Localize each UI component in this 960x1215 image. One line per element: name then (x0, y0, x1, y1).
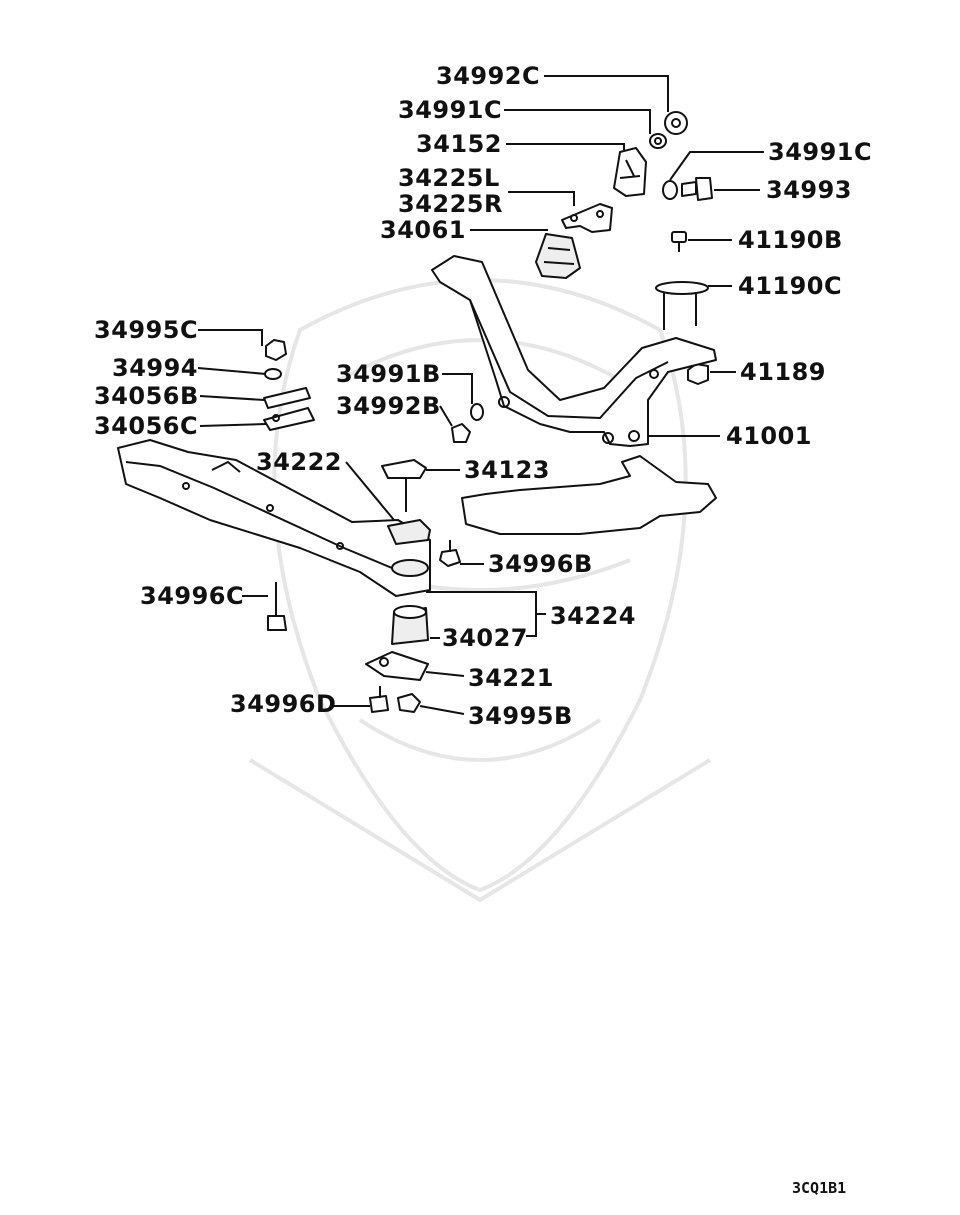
label-34991C-right: 34991C (768, 138, 872, 166)
bushing-34027 (391, 605, 429, 645)
label-41190C: 41190C (738, 272, 842, 300)
label-34224: 34224 (550, 602, 636, 630)
label-34996D: 34996D (230, 690, 336, 718)
leader-lines (197, 75, 764, 715)
label-41001: 41001 (726, 422, 812, 450)
nut-34992C (664, 111, 688, 135)
nut-34995B (397, 693, 421, 713)
washer-34991C-left (649, 133, 667, 149)
washer-34991B (470, 403, 484, 421)
bolt-41190B (671, 231, 687, 252)
bolt-34996C (267, 582, 287, 631)
label-34993: 34993 (766, 176, 852, 204)
label-34225R: 34225R (398, 190, 503, 218)
nut-34996D (369, 686, 389, 713)
nut-34992B (451, 423, 471, 443)
label-34056B: 34056B (94, 382, 199, 410)
bolt-41190C (655, 281, 709, 330)
bracket-34152 (613, 147, 647, 197)
label-34994: 34994 (112, 354, 198, 382)
crossmember-main (117, 439, 431, 597)
nut-34996B (439, 540, 461, 567)
bolt-34993 (681, 177, 713, 201)
label-34995C: 34995C (94, 316, 198, 344)
label-34123: 34123 (464, 456, 550, 484)
label-34225L: 34225L (398, 164, 500, 192)
label-34991C-left: 34991C (398, 96, 502, 124)
bushing-34222 (387, 519, 431, 545)
plate-34056B (263, 387, 311, 409)
label-34992C-top: 34992C (436, 62, 540, 90)
label-34995B: 34995B (468, 702, 573, 730)
label-34996B: 34996B (488, 550, 593, 578)
label-41189: 41189 (740, 358, 826, 386)
label-34056C: 34056C (94, 412, 198, 440)
label-34996C: 34996C (140, 582, 244, 610)
insulator-34061 (535, 233, 581, 279)
label-34991B: 34991B (336, 360, 441, 388)
stud-34123 (381, 459, 427, 512)
label-34222: 34222 (256, 448, 342, 476)
label-34061: 34061 (380, 216, 466, 244)
label-41190B: 41190B (738, 226, 843, 254)
arm-outline (461, 455, 717, 535)
washer-34991C-right (662, 180, 678, 200)
plate-34056C (263, 407, 315, 431)
label-34152: 34152 (416, 130, 502, 158)
nut-34995C (265, 339, 287, 361)
bracket-34225 (561, 203, 613, 233)
washer-34994 (264, 368, 282, 380)
plate-34221 (365, 651, 429, 681)
crossmember-41001 (431, 255, 717, 447)
diagram-code: 3CQ1B1 (792, 1179, 846, 1197)
label-34221: 34221 (468, 664, 554, 692)
label-34992B: 34992B (336, 392, 441, 420)
label-34027: 34027 (442, 624, 528, 652)
